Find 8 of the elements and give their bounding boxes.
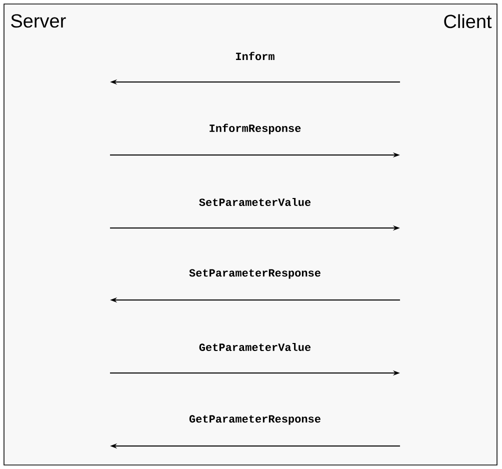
message-label: SetParameterValue (199, 198, 311, 206)
message-label: Inform (236, 52, 274, 60)
message-label: GetParameterResponse (189, 415, 320, 425)
message-label: GetParameterValue (199, 342, 311, 352)
participant-label: Client (444, 14, 492, 28)
message-label: SetParameterResponse (189, 269, 320, 279)
message-label: InformResponse (210, 124, 301, 134)
participant-label: Server (11, 14, 66, 28)
